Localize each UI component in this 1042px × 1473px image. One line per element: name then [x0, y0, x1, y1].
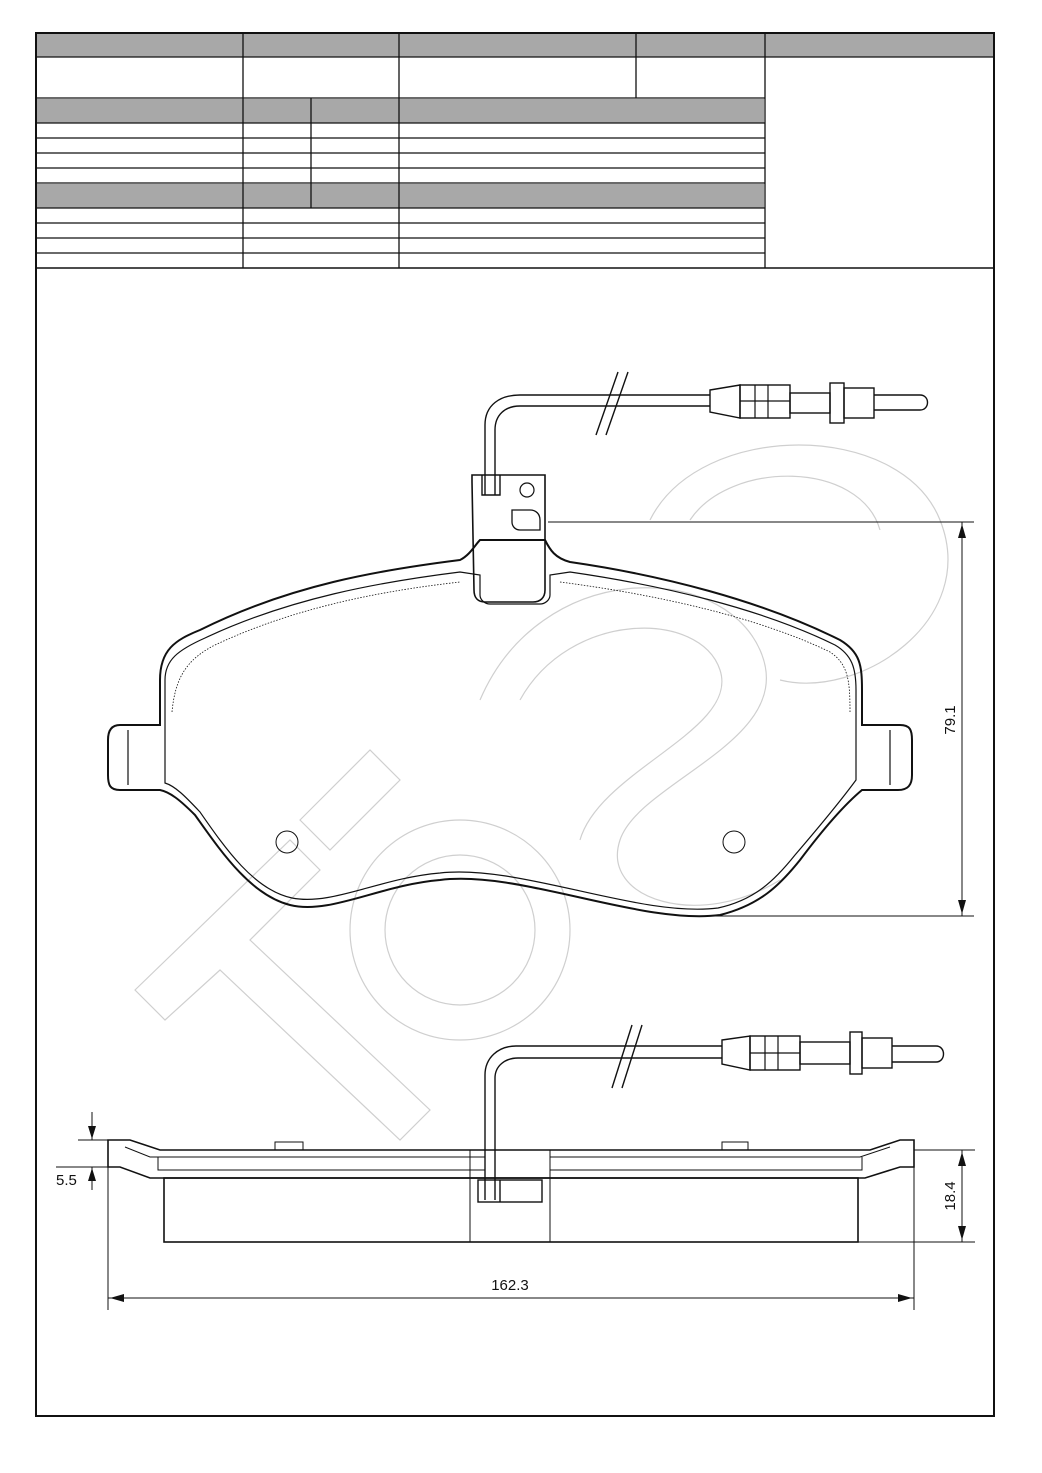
dimension-thickness-label: 18.4 [942, 1181, 959, 1210]
title-block-table [35, 32, 995, 1417]
logo-watermark [134, 444, 949, 1141]
pad-front-view [107, 371, 974, 918]
pad-side-view [56, 1024, 975, 1310]
dimension-width-label: 162.3 [491, 1277, 529, 1294]
dimension-backplate-label: 5.5 [56, 1172, 77, 1189]
dimension-height-label: 79.1 [942, 705, 959, 734]
